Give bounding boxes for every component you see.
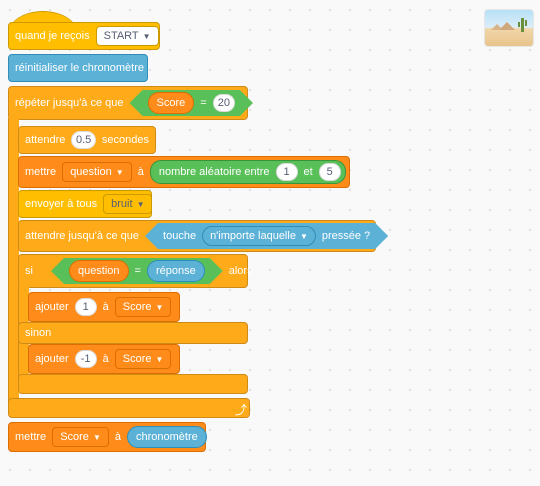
broadcast-message-dropdown[interactable]: bruit ▼ xyxy=(103,194,153,214)
pick-random-reporter[interactable]: nombre aléatoire entre 1 et 5 xyxy=(149,160,346,184)
set-score-block[interactable]: mettre Score ▼ à chronomètre xyxy=(8,422,207,452)
question-reporter[interactable]: question xyxy=(69,260,129,282)
repeat-until-block[interactable]: répéter jusqu'à ce que Score = 20 xyxy=(8,86,248,120)
desert-backdrop-thumbnail[interactable] xyxy=(484,9,534,47)
key-label: touche xyxy=(163,230,197,242)
score-variable-dropdown[interactable]: Score ▼ xyxy=(114,349,172,369)
if-else-block[interactable]: si question = réponse alors xyxy=(18,254,253,288)
key-dropdown[interactable]: n'importe laquelle ▼ xyxy=(202,226,316,246)
chevron-down-icon: ▼ xyxy=(155,302,164,312)
variable-dropdown-value: question xyxy=(70,166,112,178)
random-and-label: et xyxy=(303,166,313,178)
score-variable-dropdown[interactable]: Score ▼ xyxy=(52,427,109,447)
wait-block[interactable]: attendre 0.5 secondes xyxy=(18,126,156,154)
change-minus-input[interactable]: -1 xyxy=(74,350,97,368)
wait-until-block[interactable]: attendre jusqu'à ce que touche n'importe… xyxy=(18,220,376,252)
else-section: sinon xyxy=(18,322,248,344)
repeat-until-end: ⤴ xyxy=(8,398,250,418)
score-variable-value: Score xyxy=(60,431,89,443)
score-reporter[interactable]: Score xyxy=(148,92,195,114)
equals-operator: = xyxy=(200,97,207,109)
broadcast-message-value: bruit xyxy=(111,198,133,210)
broadcast-block[interactable]: envoyer à tous bruit ▼ xyxy=(18,190,153,218)
if-label: si xyxy=(25,265,33,277)
score-variable-dropdown[interactable]: Score ▼ xyxy=(114,297,172,317)
change-to-label: à xyxy=(102,301,109,313)
score-variable-value: Score xyxy=(122,301,152,313)
random-from-input[interactable]: 1 xyxy=(275,163,298,181)
pick-random-label: nombre aléatoire entre xyxy=(158,166,270,178)
variable-dropdown[interactable]: question ▼ xyxy=(62,162,132,182)
repeat-until-label: répéter jusqu'à ce que xyxy=(15,97,124,109)
answer-equals-condition[interactable]: question = réponse xyxy=(51,258,223,284)
then-label: alors xyxy=(228,265,253,277)
change-plus-input[interactable]: 1 xyxy=(74,298,97,316)
change-score-plus-block[interactable]: ajouter 1 à Score ▼ xyxy=(28,292,180,322)
change-score-minus-block[interactable]: ajouter -1 à Score ▼ xyxy=(28,344,180,374)
message-dropdown-value: START xyxy=(103,30,139,42)
random-to-input[interactable]: 5 xyxy=(318,163,341,181)
wait-unit-label: secondes xyxy=(101,134,149,146)
answer-reporter[interactable]: réponse xyxy=(147,260,205,282)
chevron-down-icon: ▼ xyxy=(142,31,151,41)
change-label: ajouter xyxy=(35,301,69,313)
chevron-down-icon: ▼ xyxy=(92,432,101,442)
chevron-down-icon: ▼ xyxy=(299,231,308,241)
repeat-loop-arm xyxy=(8,118,19,403)
when-i-receive-label: quand je reçois xyxy=(15,30,90,42)
wait-until-label: attendre jusqu'à ce que xyxy=(25,230,140,242)
reset-timer-block[interactable]: réinitialiser le chronomètre xyxy=(8,54,148,82)
target-score-input[interactable]: 20 xyxy=(213,94,235,112)
set-to-label: à xyxy=(114,431,121,443)
equals-operator: = xyxy=(134,265,141,277)
chevron-down-icon: ▼ xyxy=(115,167,124,177)
when-i-receive-block[interactable]: quand je reçois START ▼ xyxy=(8,11,160,50)
set-label: mettre xyxy=(15,431,47,443)
set-label: mettre xyxy=(25,166,57,178)
score-equals-condition[interactable]: Score = 20 xyxy=(130,90,253,116)
pressed-label: pressée ? xyxy=(321,230,371,242)
change-to-label: à xyxy=(102,353,109,365)
chevron-down-icon: ▼ xyxy=(136,199,145,209)
timer-reporter[interactable]: chronomètre xyxy=(126,426,207,448)
score-variable-value: Score xyxy=(122,353,152,365)
reset-timer-label: réinitialiser le chronomètre xyxy=(15,62,144,74)
key-dropdown-value: n'importe laquelle xyxy=(210,230,296,242)
change-label: ajouter xyxy=(35,353,69,365)
cactus-icon xyxy=(491,18,527,32)
key-pressed-condition[interactable]: touche n'importe laquelle ▼ pressée ? xyxy=(145,223,388,249)
chevron-down-icon: ▼ xyxy=(155,354,164,364)
loop-arrow-icon: ⤴ xyxy=(235,403,248,417)
wait-label: attendre xyxy=(25,134,66,146)
set-question-block[interactable]: mettre question ▼ à nombre aléatoire ent… xyxy=(18,156,350,188)
wait-seconds-input[interactable]: 0.5 xyxy=(71,131,96,149)
if-else-end xyxy=(18,374,248,394)
set-to-label: à xyxy=(137,166,144,178)
message-dropdown[interactable]: START ▼ xyxy=(95,26,159,46)
broadcast-label: envoyer à tous xyxy=(25,198,98,210)
else-label: sinon xyxy=(25,327,52,339)
